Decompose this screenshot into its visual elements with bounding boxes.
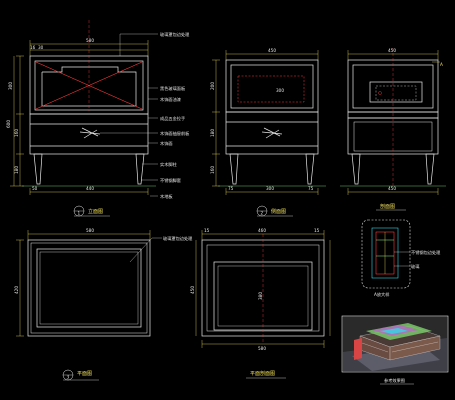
- front-annotations: 玻璃罩包边处理 黑色玻璃面板 木饰面油漆 成品五金拉手 木饰面抽屉前板 木饰面 …: [160, 31, 190, 200]
- section-dimensions: [347, 50, 439, 195]
- side-dim-foot-right: 75: [308, 186, 314, 191]
- side-elevation: [218, 59, 326, 187]
- front-dim-leg-spacing: 440: [86, 186, 94, 191]
- plan-inner: [36, 248, 142, 328]
- side-title-number: 2: [261, 211, 264, 216]
- render-title-text: 参考效果图: [384, 377, 405, 384]
- plan-section-dim-edge-right: 15: [314, 228, 320, 233]
- plan-labels: 580 420 玻璃罩包边处理: [14, 228, 193, 294]
- side-glass-box: [225, 59, 319, 113]
- front-dim-overall-width: 580: [86, 38, 94, 43]
- front-annotation-leaders: [100, 33, 158, 197]
- side-view-title: 2 侧面图: [256, 205, 293, 217]
- front-dim-height-mid: 160: [14, 129, 19, 137]
- plan-view: [27, 239, 151, 337]
- side-dim-inner: 300: [276, 88, 284, 93]
- front-note-8: 不锈钢脚套: [160, 177, 182, 184]
- section-title-text: 剖面图: [380, 203, 395, 210]
- section-leg-right: [425, 153, 435, 185]
- front-note-2: 黑色玻璃面板: [160, 85, 186, 92]
- side-dim-foot-span: 300: [266, 186, 274, 191]
- plan-title-number: 3: [67, 375, 70, 380]
- front-note-6: 木饰面: [160, 140, 173, 147]
- side-dimension-labels: 450 200 180 160 300 300 75 75: [210, 48, 314, 191]
- plan-section-dim-depth: 450: [190, 286, 195, 294]
- section-leg-left: [351, 153, 361, 185]
- front-drawer-handle: [79, 127, 101, 139]
- front-dim-height-bottom: 180: [14, 166, 19, 174]
- section-dim-foot-span: 450: [388, 186, 396, 191]
- plan-view-title: 3 平面图: [62, 369, 99, 381]
- front-note-1: 玻璃罩包边处理: [160, 31, 190, 38]
- plan-title-text: 平面图: [77, 371, 92, 377]
- front-dim-left-edge: 16: [30, 45, 36, 50]
- front-inner-tray: [41, 66, 137, 107]
- detail-note-2: 玻璃: [411, 263, 419, 270]
- render-title: 参考效果图: [380, 377, 414, 385]
- side-drawer-handle: [261, 127, 283, 139]
- front-view-title: 1 立面图: [73, 205, 110, 217]
- front-leg-left: [33, 153, 43, 185]
- detail-a: [361, 219, 411, 289]
- side-leg-right: [305, 153, 315, 185]
- front-note-9: 木地板: [160, 193, 173, 200]
- front-dimension-labels: 580 16 30 300 160 180 600 440 50: [6, 38, 94, 191]
- reference-render: [341, 315, 449, 373]
- side-dim-overall-width: 450: [268, 48, 276, 53]
- side-drawer-body: [225, 111, 319, 155]
- side-dim-height-mid: 180: [210, 129, 215, 137]
- front-dim-height-left: 300: [8, 82, 13, 90]
- plan-section-labels: 460 15 15 580 450 380 平面剖面图: [190, 228, 320, 379]
- plan-section-title-text: 平面剖面图: [250, 370, 275, 377]
- section-marker-a: A: [440, 62, 443, 67]
- section-elevation: [340, 48, 446, 187]
- section-tray: [369, 81, 423, 103]
- plan-dim-depth: 420: [14, 286, 19, 294]
- front-note-5: 木饰面抽屉前板: [160, 130, 190, 137]
- plan-section-dim-width: 580: [258, 346, 266, 351]
- front-dimensions: [10, 40, 149, 195]
- front-title-text: 立面图: [88, 208, 103, 215]
- plan-section-dim-inner-width: 460: [258, 228, 266, 233]
- side-dimensions: [212, 50, 319, 195]
- side-dim-height-bottom: 160: [210, 166, 215, 174]
- section-glass-inner: [352, 64, 434, 109]
- plan-dim-width: 580: [86, 228, 94, 233]
- detail-note-1: 不锈钢包边处理: [411, 249, 441, 256]
- plan-section-dimensions: [195, 230, 331, 348]
- side-leg-left: [229, 153, 239, 185]
- plan-outer: [27, 239, 151, 337]
- front-dim-inner-left: 30: [38, 45, 44, 50]
- front-drawer-body: [29, 113, 149, 155]
- side-dim-foot-left: 75: [228, 186, 234, 191]
- side-inner-dashed: [237, 75, 305, 103]
- side-glass-inner: [230, 64, 314, 109]
- plan-dimensions: [16, 230, 151, 337]
- front-note-4: 成品五金拉手: [160, 115, 185, 122]
- plan-note-1: 玻璃罩包边处理: [163, 235, 193, 242]
- front-title-number: 1: [78, 211, 81, 216]
- front-dim-foot-offset: 50: [32, 186, 38, 191]
- front-note-3: 木饰面油漆: [160, 96, 181, 103]
- detail-a-labels: 不锈钢包边处理 玻璃 A放大样: [374, 249, 441, 298]
- plan-section-dim-inner-depth: 380: [258, 292, 263, 300]
- front-note-7: 实木脚柱: [160, 161, 178, 168]
- detail-title-text: A放大样: [374, 291, 389, 298]
- side-title-text: 侧面图: [271, 208, 286, 215]
- section-labels: 450 450 A 剖面图: [376, 48, 443, 211]
- section-dim-overall-width: 450: [388, 48, 396, 53]
- plan-section-view: [201, 234, 325, 342]
- front-leg-right: [135, 153, 145, 185]
- side-dim-height-top: 200: [210, 82, 215, 90]
- plan-section-dim-edge-left: 15: [204, 228, 210, 233]
- front-elevation: [22, 20, 156, 187]
- front-dim-height-total: 600: [6, 120, 11, 128]
